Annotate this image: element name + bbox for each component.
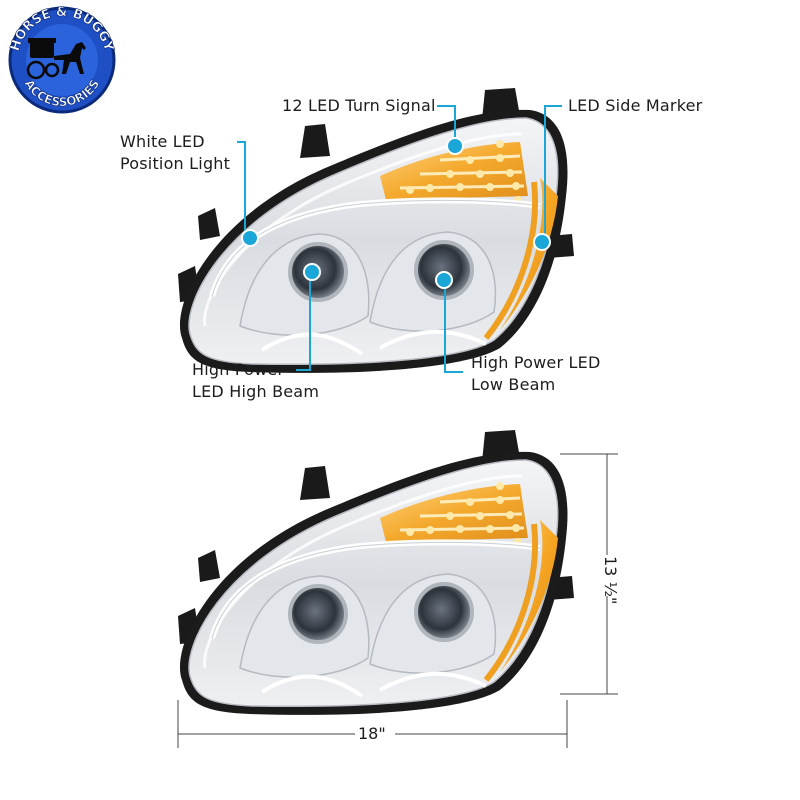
- low-beam-dot: [435, 271, 453, 289]
- horse-and-buggy-icon: [26, 38, 86, 80]
- headlamp-top: [178, 88, 574, 373]
- dimension-lines: [177, 453, 618, 748]
- headlamp-bottom: [178, 430, 574, 715]
- position-light-dot: [241, 229, 259, 247]
- turn-signal-dot: [446, 137, 464, 155]
- label-high-beam: High Power LED High Beam: [192, 360, 320, 401]
- label-side-marker: LED Side Marker: [568, 96, 703, 115]
- callout-lines: [237, 105, 562, 373]
- label-turn-signal: 12 LED Turn Signal: [282, 96, 436, 115]
- brand-logo: HORSE & BUGGY ACCESSORIES: [4, 4, 120, 116]
- high-beam-dot: [303, 263, 321, 281]
- dimension-width: 18": [358, 724, 386, 743]
- label-low-beam: High Power LED Low Beam: [471, 353, 601, 394]
- label-position-light: White LED Position Light: [120, 132, 231, 173]
- side-marker-dot: [533, 233, 551, 251]
- dimension-height: 13 ½": [601, 556, 620, 605]
- callout-dots: [241, 137, 551, 289]
